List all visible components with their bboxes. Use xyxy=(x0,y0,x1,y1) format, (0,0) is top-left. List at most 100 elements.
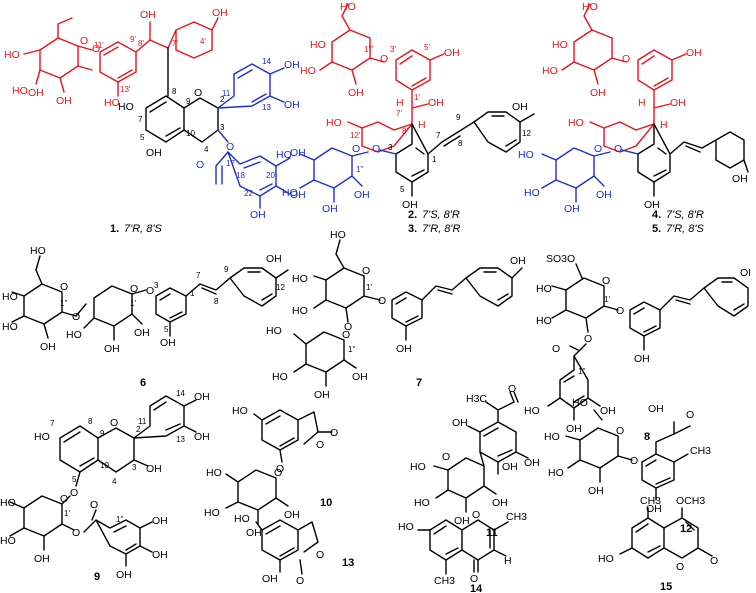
c5-caption-config: 7'R, 8'S xyxy=(666,223,704,235)
c6-oh-g2: OH xyxy=(104,343,120,355)
c10-o-carbonyl: O xyxy=(330,427,338,439)
c6-o-link2: O xyxy=(146,285,154,297)
c1-oh-14: OH xyxy=(284,59,300,71)
c2-num-9: 9 xyxy=(456,113,461,122)
c1-num-4p: 4' xyxy=(200,37,206,46)
c8-oh-5: OH xyxy=(634,353,650,365)
c15-caption-label: 15 xyxy=(660,581,672,593)
c2-num-1ppp: 1''' xyxy=(364,45,374,54)
c8-o-ring: O xyxy=(602,275,610,287)
c15-och3: OCH3 xyxy=(676,495,705,507)
c10-o-ring-g: O xyxy=(274,467,282,479)
c9-num-13: 13 xyxy=(176,435,185,444)
c10-ho-g1: HO xyxy=(206,467,222,479)
c12-oh-top: OH xyxy=(648,403,664,415)
c6-num-3: 3 xyxy=(154,281,159,290)
c6-oh-b: OH xyxy=(40,341,56,353)
c1-num-11: 11 xyxy=(222,89,231,98)
c1-ho-13p: HO xyxy=(104,97,120,109)
c9-o-ester: O xyxy=(72,527,80,539)
c2-h-7p: H xyxy=(396,97,404,109)
c9-num-14: 14 xyxy=(176,389,185,398)
c2-num-7: 7 xyxy=(436,131,441,140)
c1-caption-config: 7'R, 8'S xyxy=(124,223,162,235)
c13-o-carbonyl: O xyxy=(296,575,304,587)
c8-oh-gal3: OH xyxy=(600,405,616,417)
c2-ho-left: HO xyxy=(300,65,316,77)
c2-oh-12: OH xyxy=(512,101,528,113)
c9-num-1pp: 1'' xyxy=(116,515,124,524)
c10-o-link: O xyxy=(276,463,284,475)
c12-ho-g1: HO xyxy=(544,431,560,443)
c1-num-7p: 7' xyxy=(172,39,178,48)
c9-num-11: 11 xyxy=(138,417,147,426)
c1-num-8p: 8' xyxy=(138,39,144,48)
c9-oh-gal2: OH xyxy=(152,549,168,561)
c4-o-3: O xyxy=(614,143,622,155)
c4-o-link: O xyxy=(622,53,630,65)
c13-o-lactone: O xyxy=(316,549,324,561)
c9-num-8: 8 xyxy=(88,417,93,426)
c3-caption-label: 3. xyxy=(408,223,417,235)
c4-ho-4pp: HO xyxy=(524,187,540,199)
c7-oh-12: OH xyxy=(510,255,526,267)
compound-15-structure: CH3 OCH3 O O HO 15 xyxy=(598,495,718,593)
c11-o-ring-g: O xyxy=(442,451,450,463)
c1-oh-b: OH xyxy=(56,95,72,107)
c6-num-1pp: 1'' xyxy=(60,299,68,308)
c2-o-ring-blue: O xyxy=(352,143,360,155)
compound-13-structure: HO O O OH 13 xyxy=(234,513,354,587)
c12-ho-g2: HO xyxy=(548,467,564,479)
c2-o-link: O xyxy=(380,53,388,65)
c9-oh-14: OH xyxy=(194,391,210,403)
c1-num-20: 20 xyxy=(266,171,275,180)
c1-oh-4p: OH xyxy=(212,7,228,19)
c5-caption-label: 5. xyxy=(652,223,661,235)
c1-num-9p: 9' xyxy=(130,35,136,44)
c10-o-lactone: O xyxy=(316,439,324,451)
c9-num-3: 3 xyxy=(132,463,137,472)
c1-num-22: 22 xyxy=(244,189,253,198)
c1-num-13p: 13' xyxy=(120,85,131,94)
c9-o-5: O xyxy=(70,487,78,499)
c2-ho-l2: HO xyxy=(310,39,326,51)
c6-ho-l2: HO xyxy=(2,321,18,333)
c14-caption-label: 14 xyxy=(470,583,483,593)
c7-oh-g2c: OH xyxy=(314,389,330,401)
c11-oh-g4: OH xyxy=(492,497,508,509)
c1-num-17: 17 xyxy=(226,159,235,168)
c11-oh-mid: OH xyxy=(502,461,518,473)
c6-o-ring2: O xyxy=(130,283,138,295)
c9-ho-g2: HO xyxy=(0,535,16,547)
c15-o-carbonyl: O xyxy=(710,555,718,567)
c4-o-ring-blue: O xyxy=(594,143,602,155)
c12-o-link: O xyxy=(630,455,638,467)
c8-o-carbonyl: O xyxy=(552,343,560,355)
c1-num-7: 7 xyxy=(138,115,143,124)
c12-ch3: CH3 xyxy=(690,445,711,457)
c6-num-8: 8 xyxy=(214,297,219,306)
c9-oh-3: OH xyxy=(146,463,162,475)
c2-num-5p: 5' xyxy=(424,43,430,52)
c2-caption-label: 2. xyxy=(408,209,417,221)
c8-ho-1: HO xyxy=(536,283,552,295)
c4-oh-5p: OH xyxy=(686,47,702,59)
c2-num-12p: 12' xyxy=(350,131,361,140)
c6-num-1p: 1' xyxy=(130,299,136,308)
compound-7-structure: HO HO HO O 1' O O HO HO OH OH O 1'' OH O… xyxy=(266,229,526,401)
c9-caption-label: 9 xyxy=(94,571,100,583)
c1-oh-22: OH xyxy=(250,209,266,221)
c11-caption-label: 11 xyxy=(486,527,498,539)
c14-o-carbonyl: O xyxy=(470,573,478,585)
c6-oh-12: OH xyxy=(266,253,282,265)
c4-oh-bottom: OH xyxy=(590,87,606,99)
c1-caption-label: 1. xyxy=(110,223,119,235)
c8-caption-label: 8 xyxy=(644,431,650,443)
c2-oh-2pp: OH xyxy=(354,189,370,201)
compound-9-structure: HO 7 8 9 10 5 O 2 3 4 OH OH OH 11 14 13 … xyxy=(0,389,210,583)
c7-o-inter: O xyxy=(344,321,352,333)
c1-oh-8p: OH xyxy=(140,9,156,21)
c8-num-1pp: 1'' xyxy=(578,367,586,376)
c6-num-5: 5 xyxy=(164,325,169,334)
